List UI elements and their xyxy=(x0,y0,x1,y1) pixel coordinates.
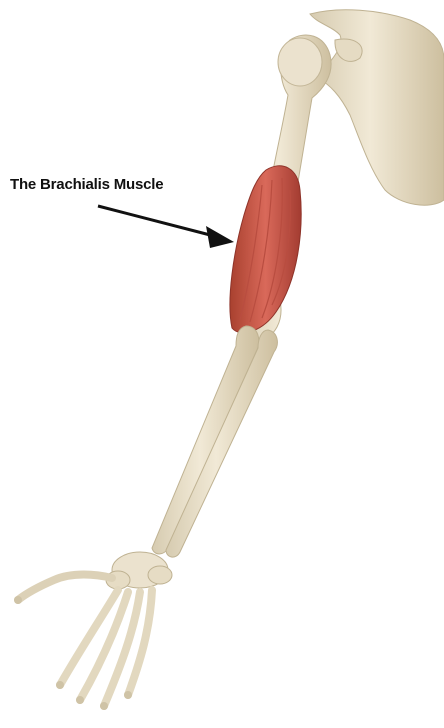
brachialis-muscle xyxy=(230,166,301,333)
annotation-label: The Brachialis Muscle xyxy=(10,176,163,193)
scapula xyxy=(310,10,444,205)
hand-bones xyxy=(14,552,172,710)
arrow-icon xyxy=(98,206,234,248)
forearm-bones xyxy=(152,326,277,557)
